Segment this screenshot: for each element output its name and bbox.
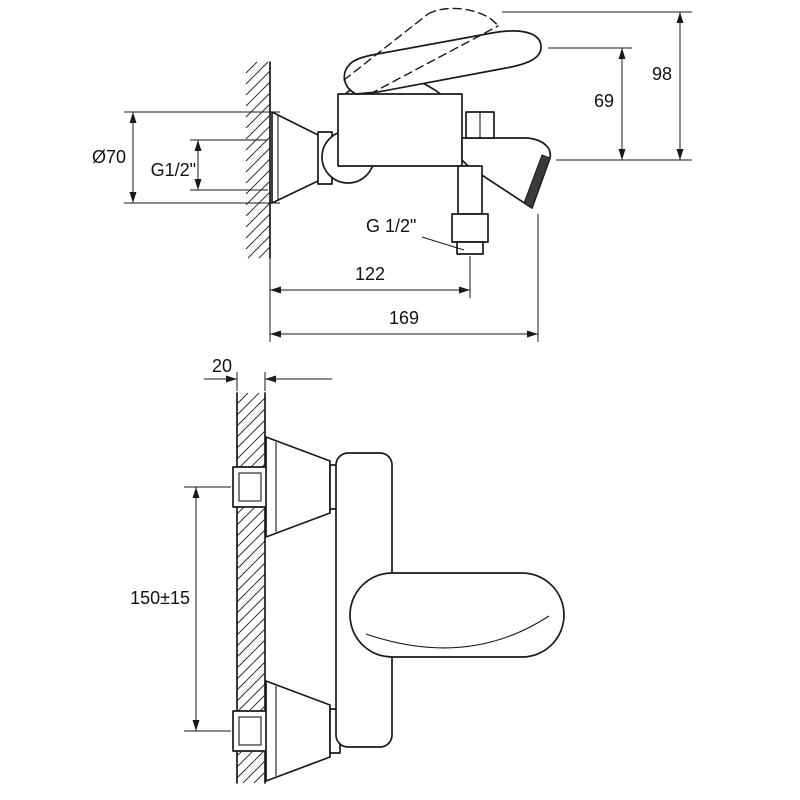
overall-reach-label: 169: [389, 308, 419, 328]
dimension-lever-height: 69: [548, 47, 632, 160]
aerator-face: [523, 154, 551, 209]
escutcheon-bottom: [265, 680, 331, 782]
wall-thread-label: G1/2": [151, 160, 196, 180]
dimension-center-distance: 150±15: [130, 486, 231, 732]
dimension-overall-reach: 169: [270, 214, 539, 342]
lever-handle-contour: [365, 615, 550, 649]
lever-handle: [343, 30, 542, 95]
supply-fitting-bottom-inner: [238, 716, 262, 746]
supply-fitting-top-inner: [238, 472, 262, 502]
dimension-wall-plate: 20: [204, 356, 332, 391]
escutcheon-diameter-label: Ø70: [92, 147, 126, 167]
hose-offset-label: 122: [355, 264, 385, 284]
dimension-overall-height: 98: [502, 11, 692, 161]
front-view: 20 150±15: [130, 356, 565, 784]
hose-thread-label: G 1/2": [366, 216, 416, 236]
lever-handle-front: [349, 572, 565, 658]
hose-connector-pipe: [457, 165, 483, 215]
dimension-hose-offset: 122: [270, 256, 471, 298]
center-distance-label: 150±15: [130, 588, 190, 608]
escutcheon-top: [265, 436, 331, 538]
escutcheon: [271, 111, 321, 204]
side-view: Ø70 G1/2" 69 98: [92, 7, 692, 342]
dimension-escutcheon-diameter: Ø70: [92, 111, 280, 204]
wall-hatch-side: [245, 61, 271, 259]
overall-height-label: 98: [652, 64, 672, 84]
faucet-body: [337, 93, 463, 167]
hose-connector-tip: [456, 241, 484, 255]
lever-height-label: 69: [594, 91, 614, 111]
wall-plate-label: 20: [212, 356, 232, 376]
dimension-wall-thread: G1/2": [151, 139, 268, 191]
lever-handle-alt-position: [343, 7, 499, 95]
hose-connector-nut: [451, 213, 489, 243]
hose-thread-callout: G 1/2": [366, 216, 465, 251]
